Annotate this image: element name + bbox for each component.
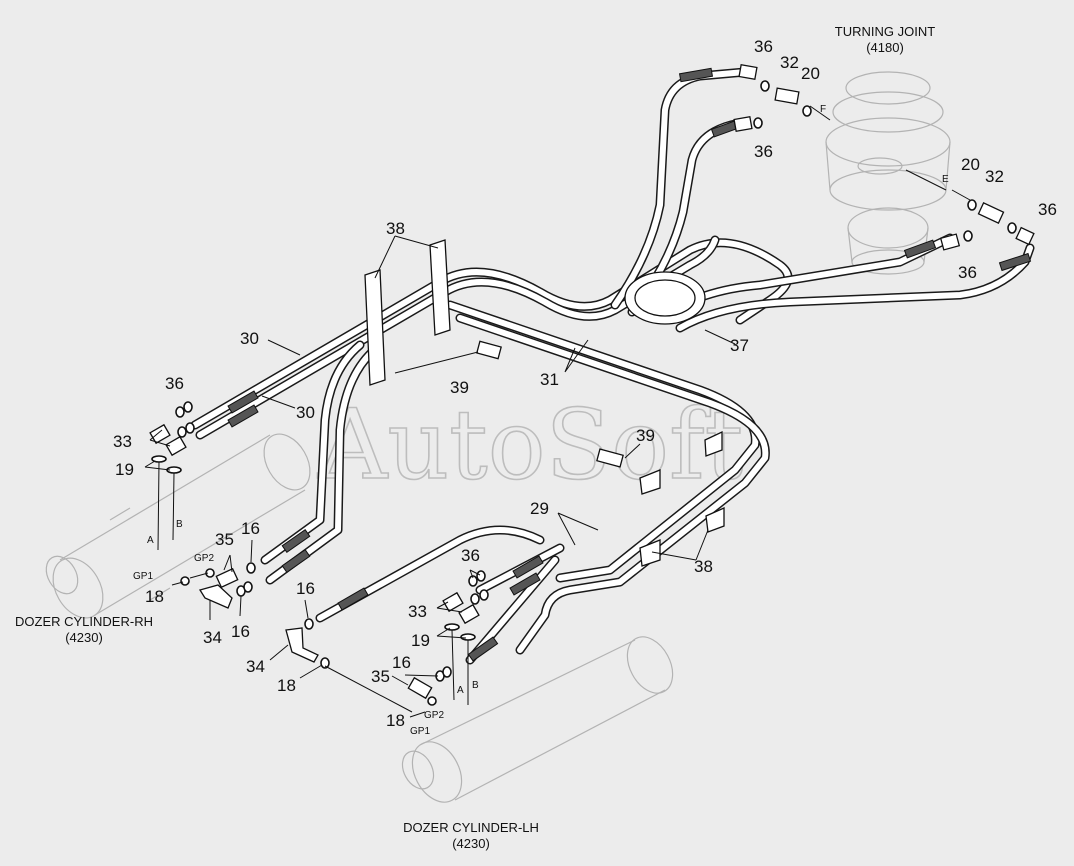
part-label-34: 34 — [246, 657, 265, 676]
watermark: AutoSoft — [317, 389, 743, 501]
part-label-16: 16 — [392, 653, 411, 672]
part-label-32: 32 — [780, 53, 799, 72]
part-label-36: 36 — [958, 263, 977, 282]
port-label-gp2-rh: GP2 — [194, 553, 214, 564]
port-label-a-lh: A — [457, 685, 464, 696]
port-label-b-rh: B — [176, 519, 183, 530]
part-label-39: 39 — [450, 378, 469, 397]
part-labels: 36 32 20 36 20 32 36 36 38 37 30 31 36 3… — [113, 37, 1057, 730]
part-label-39: 39 — [636, 426, 655, 445]
part-label-36: 36 — [754, 142, 773, 161]
part-label-36: 36 — [165, 374, 184, 393]
port-label-f: F — [820, 104, 826, 115]
part-label-36: 36 — [754, 37, 773, 56]
dozer-cylinder-lh-title: DOZER CYLINDER-LH (4230) — [388, 820, 554, 852]
turning-joint-title: TURNING JOINT (4180) — [818, 24, 952, 56]
dozer-cylinder-rh-title: DOZER CYLINDER-RH (4230) — [0, 614, 168, 646]
part-label-35: 35 — [371, 667, 390, 686]
part-label-30: 30 — [240, 329, 259, 348]
part-label-36: 36 — [1038, 200, 1057, 219]
dozer-cylinder-rh-ref: (4230) — [0, 630, 168, 646]
port-label-gp1-lh: GP1 — [410, 726, 430, 737]
part-label-20: 20 — [801, 64, 820, 83]
part-label-32: 32 — [985, 167, 1004, 186]
turning-joint-name: TURNING JOINT — [818, 24, 952, 40]
part-label-18: 18 — [145, 587, 164, 606]
part-label-16: 16 — [241, 519, 260, 538]
part-label-38: 38 — [386, 219, 405, 238]
pipe-bundle — [195, 72, 1030, 660]
part-label-29: 29 — [530, 499, 549, 518]
port-label-gp1-rh: GP1 — [133, 571, 153, 582]
part-label-16: 16 — [231, 622, 250, 641]
turning-joint-ref: (4180) — [818, 40, 952, 56]
part-label-38: 38 — [694, 557, 713, 576]
part-label-33: 33 — [113, 432, 132, 451]
port-label-b-lh: B — [472, 680, 479, 691]
part-label-16: 16 — [296, 579, 315, 598]
part-label-31: 31 — [540, 370, 559, 389]
part-label-18: 18 — [386, 711, 405, 730]
dozer-cylinder-rh-name: DOZER CYLINDER-RH — [0, 614, 168, 630]
dozer-cylinder-lh-ref: (4230) — [388, 836, 554, 852]
part-label-19: 19 — [115, 460, 134, 479]
part-label-34: 34 — [203, 628, 222, 647]
part-label-30: 30 — [296, 403, 315, 422]
part-label-37: 37 — [730, 336, 749, 355]
part-label-20: 20 — [961, 155, 980, 174]
part-label-19: 19 — [411, 631, 430, 650]
part-label-35: 35 — [215, 530, 234, 549]
part-label-18: 18 — [277, 676, 296, 695]
part-label-36: 36 — [461, 546, 480, 565]
port-label-e: E — [942, 174, 949, 185]
port-label-a-rh: A — [147, 535, 154, 546]
port-label-gp2-lh: GP2 — [424, 710, 444, 721]
part-label-33: 33 — [408, 602, 427, 621]
dozer-cylinder-lh-name: DOZER CYLINDER-LH — [388, 820, 554, 836]
